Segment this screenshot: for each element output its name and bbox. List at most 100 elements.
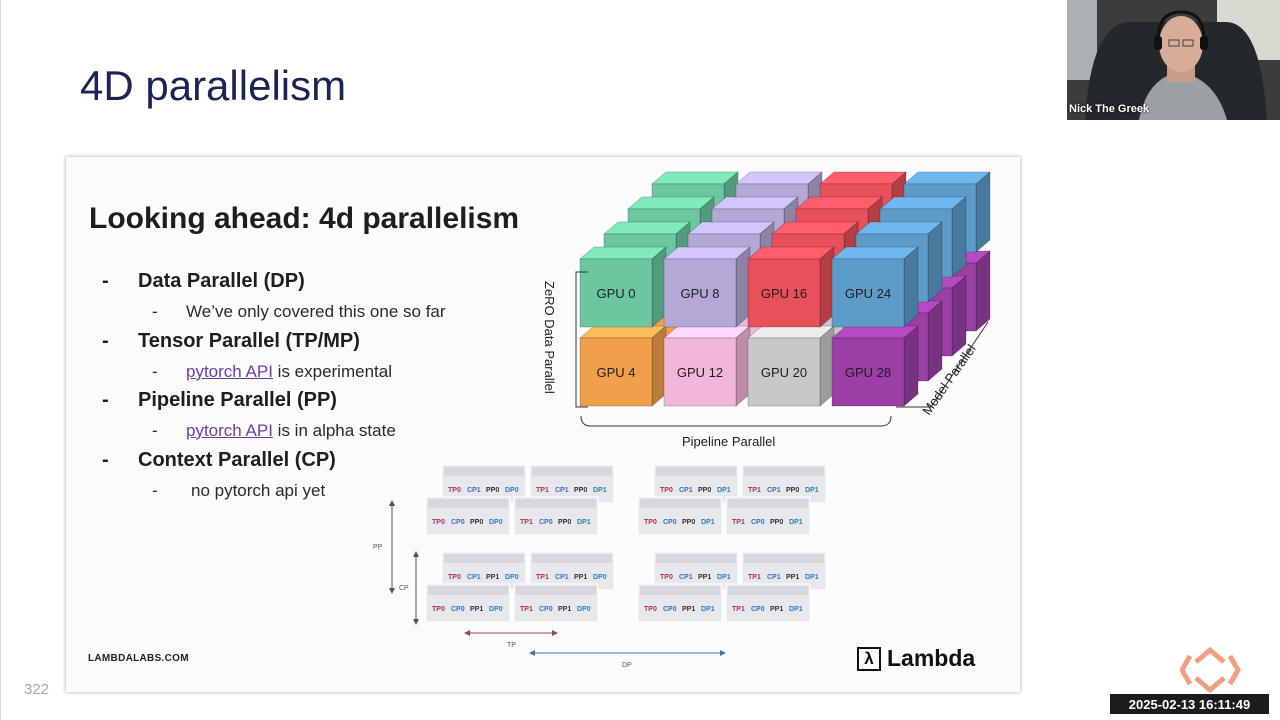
gpu-grid-tag: PP0 bbox=[574, 487, 587, 494]
left-border bbox=[0, 0, 1, 720]
watermark-logo-icon bbox=[1180, 646, 1241, 694]
gpu-grid-box-header bbox=[532, 554, 612, 563]
gpu-grid-tag: DP1 bbox=[577, 519, 591, 526]
gpu-grid-box-header bbox=[428, 499, 508, 508]
gpu-grid-box-header bbox=[656, 554, 736, 563]
gpu-grid-tag: TP0 bbox=[660, 574, 673, 581]
gpu-grid-tag: TP1 bbox=[536, 574, 549, 581]
gpu-grid-tag: PP1 bbox=[558, 606, 571, 613]
gpu-grid-box-header bbox=[532, 467, 612, 476]
axis-label-tp: TP bbox=[507, 642, 516, 649]
axis-label-pipeline-parallel: Pipeline Parallel bbox=[682, 434, 775, 449]
gpu-grid-tag: TP0 bbox=[644, 519, 657, 526]
gpu-grid-tag: DP0 bbox=[593, 574, 607, 581]
gpu-cube-front bbox=[831, 258, 905, 328]
subbullet-dp: -We’ve only covered this one so far bbox=[152, 302, 446, 321]
gpu-grid-box-header bbox=[428, 586, 508, 595]
gpu-grid-tag: TP0 bbox=[432, 519, 445, 526]
gpu-cube-front bbox=[579, 337, 653, 407]
grid-axes: PP CP TP DP bbox=[373, 500, 726, 669]
gpu-grid-box-header bbox=[444, 554, 524, 563]
gpu-grid-tag: CP0 bbox=[663, 519, 677, 526]
gpu-label: GPU 28 bbox=[845, 365, 891, 380]
bullet-pipeline-parallel: -Pipeline Parallel (PP) bbox=[102, 389, 337, 411]
gpu-grid-tag: TP0 bbox=[448, 574, 461, 581]
gpu-grid-tag: TP1 bbox=[748, 574, 761, 581]
gpu-grid-tag: TP0 bbox=[432, 606, 445, 613]
pytorch-api-link-tp[interactable]: pytorch API bbox=[186, 362, 273, 381]
subbullet-text: is in alpha state bbox=[272, 421, 396, 440]
gpu-grid-tag: CP1 bbox=[679, 574, 693, 581]
subbullet-text: We’ve only covered this one so far bbox=[186, 302, 446, 321]
gpu-grid-tag: DP1 bbox=[805, 487, 819, 494]
axis-label-pp: PP bbox=[373, 544, 383, 551]
gpu-grid-tag: CP1 bbox=[679, 487, 693, 494]
gpu-grid-tag: PP1 bbox=[470, 606, 483, 613]
gpu-label: GPU 20 bbox=[761, 365, 807, 380]
gpu-grid-tag: CP0 bbox=[451, 606, 465, 613]
gpu-grid-tag: CP0 bbox=[451, 519, 465, 526]
axis-label-cp: CP bbox=[399, 585, 409, 592]
participant-video-feed bbox=[1067, 0, 1280, 120]
gpu-grid-tag: PP1 bbox=[486, 574, 499, 581]
gpu-cube-front bbox=[747, 337, 821, 407]
gpu-grid-tag: TP1 bbox=[520, 519, 533, 526]
gpu-grid-tag: CP1 bbox=[555, 487, 569, 494]
subbullet-tp: -pytorch API is experimental bbox=[152, 362, 392, 381]
gpu-grid-tag: DP0 bbox=[505, 487, 519, 494]
gpu-cube-front bbox=[663, 337, 737, 407]
gpu-grid-tag: TP0 bbox=[644, 606, 657, 613]
gpu-grid-tag: CP1 bbox=[467, 574, 481, 581]
subbullet-pp: -pytorch API is in alpha state bbox=[152, 421, 396, 440]
gpu-grid-tag: CP1 bbox=[767, 574, 781, 581]
gpu-label: GPU 24 bbox=[845, 286, 891, 301]
slide-title: 4D parallelism bbox=[80, 62, 347, 109]
gpu-grid-box-header bbox=[728, 499, 808, 508]
gpu-grid-tag: TP1 bbox=[732, 606, 745, 613]
gpu-grid-tag: PP0 bbox=[682, 519, 695, 526]
gpu-grid-box-header bbox=[728, 586, 808, 595]
gpu-cube-front bbox=[663, 258, 737, 328]
bullet-tensor-parallel: -Tensor Parallel (TP/MP) bbox=[102, 330, 360, 352]
bullet-data-parallel: -Data Parallel (DP) bbox=[102, 270, 305, 292]
gpu-grid-tag: DP1 bbox=[701, 606, 715, 613]
axis-label-zero-data-parallel: ZeRO Data Parallel bbox=[542, 281, 557, 394]
gpu-grid-tag: DP1 bbox=[789, 519, 803, 526]
gpu-grid-tag: DP1 bbox=[717, 487, 731, 494]
gpu-grid-tag: TP1 bbox=[520, 606, 533, 613]
gpu-grid-box-header bbox=[640, 499, 720, 508]
embedded-slide-title: Looking ahead: 4d parallelism bbox=[89, 202, 520, 235]
axis-label-dp: DP bbox=[622, 662, 632, 669]
gpu-grid-tag: DP0 bbox=[489, 606, 503, 613]
gpu-grid-tag: DP1 bbox=[717, 574, 731, 581]
gpu-grid-tag: CP1 bbox=[555, 574, 569, 581]
gpu-grid-tag: PP1 bbox=[682, 606, 695, 613]
gpu-grid-tag: CP0 bbox=[663, 606, 677, 613]
gpu-grid-tag: PP0 bbox=[786, 487, 799, 494]
gpu-cube-front bbox=[747, 258, 821, 328]
bullet-label: Context Parallel (CP) bbox=[138, 449, 336, 471]
gpu-label: GPU 16 bbox=[761, 286, 807, 301]
gpu-grid-tag: CP1 bbox=[767, 487, 781, 494]
lambda-logo: λ Lambda bbox=[857, 645, 975, 672]
gpu-grid-tag: TP1 bbox=[732, 519, 745, 526]
pytorch-api-link-pp[interactable]: pytorch API bbox=[186, 421, 273, 440]
gpu-grid-box-header bbox=[744, 467, 824, 476]
bullet-label: Data Parallel (DP) bbox=[138, 270, 305, 292]
gpu-grid-tag: PP1 bbox=[786, 574, 799, 581]
participant-name: Nick The Greek bbox=[1069, 103, 1150, 115]
gpu-grid-tag: CP0 bbox=[539, 519, 553, 526]
gpu-grid-tag: PP0 bbox=[470, 519, 483, 526]
gpu-cube-front bbox=[579, 258, 653, 328]
subbullet-text: is experimental bbox=[272, 362, 392, 381]
gpu-grid-tag: DP1 bbox=[789, 606, 803, 613]
participant-video[interactable]: Nick The Greek bbox=[1067, 0, 1280, 120]
bullet-label: Pipeline Parallel (PP) bbox=[138, 389, 337, 411]
gpu-grid-tag: PP1 bbox=[574, 574, 587, 581]
gpu-grid-box-header bbox=[656, 467, 736, 476]
subbullet-text: no pytorch api yet bbox=[191, 481, 326, 500]
gpu-grid-tag: DP1 bbox=[805, 574, 819, 581]
bullet-context-parallel: -Context Parallel (CP) bbox=[102, 449, 336, 471]
